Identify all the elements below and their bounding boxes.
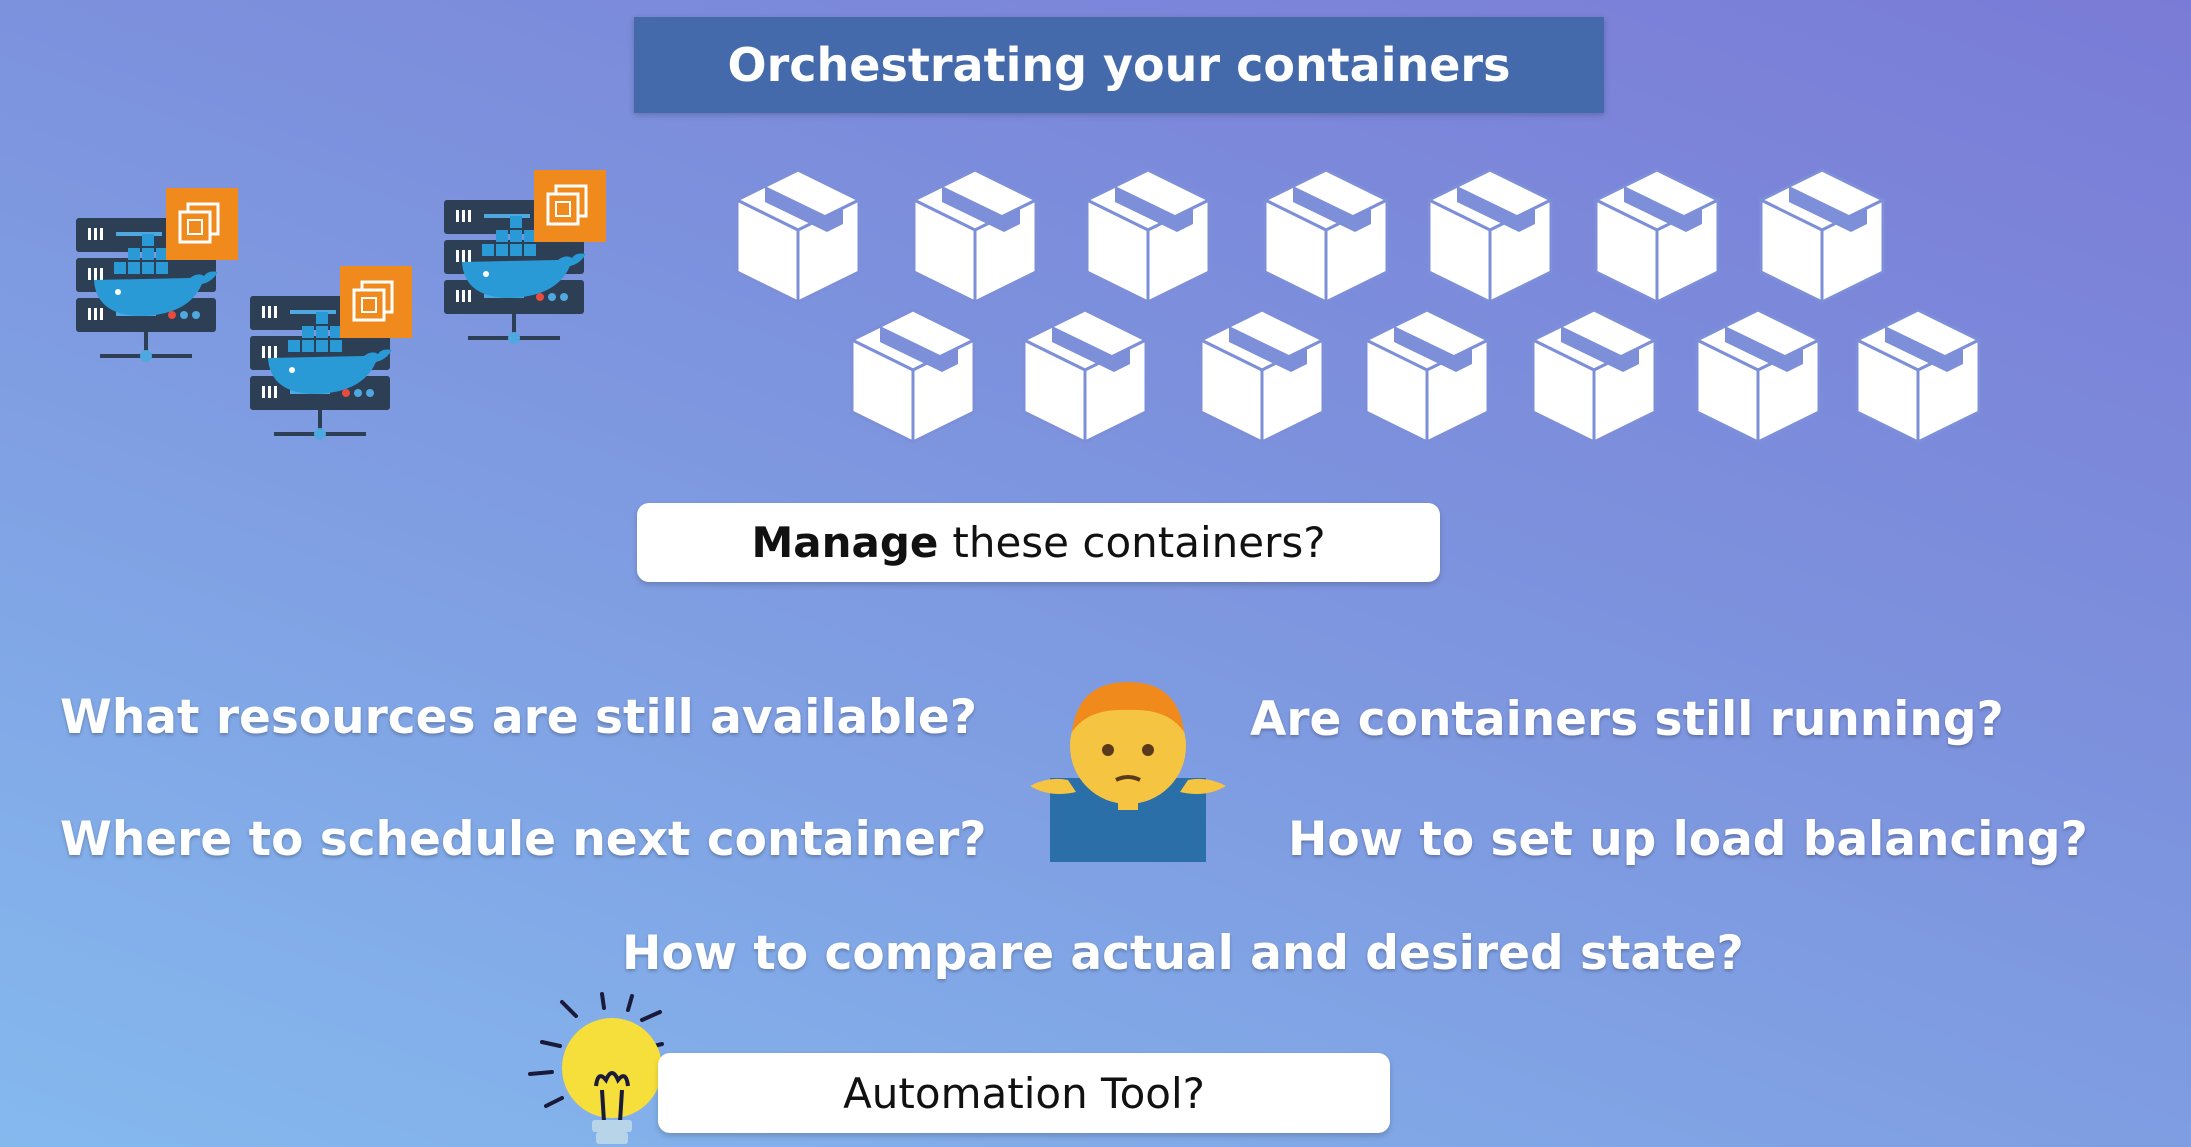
automation-label: Automation Tool?	[843, 1068, 1205, 1118]
lightbulb-icon	[528, 992, 674, 1144]
title-bar: Orchestrating your containers	[634, 17, 1604, 113]
container-box-icon	[1592, 166, 1722, 306]
container-box-icon	[1197, 306, 1327, 446]
container-box-icon	[1083, 166, 1213, 306]
container-box-icon	[910, 166, 1040, 306]
container-box-icon	[1853, 306, 1983, 446]
container-box-icon	[733, 166, 863, 306]
manage-bold-label: Manage	[751, 518, 939, 567]
shrugging-person-icon	[1030, 682, 1226, 862]
docker-server-icon	[72, 188, 242, 388]
question-running: Are containers still running?	[1250, 692, 2004, 747]
manage-containers-box: Manage these containers?	[637, 503, 1440, 582]
question-schedule: Where to schedule next container?	[60, 812, 987, 867]
manage-rest-label: these containers?	[952, 518, 1326, 567]
container-box-icon	[848, 306, 978, 446]
page-title: Orchestrating your containers	[727, 38, 1511, 92]
docker-server-icon	[440, 170, 610, 370]
question-resources: What resources are still available?	[60, 690, 978, 745]
question-load-balancing: How to set up load balancing?	[1288, 812, 2088, 867]
container-box-icon	[1362, 306, 1492, 446]
container-box-icon	[1020, 306, 1150, 446]
container-box-icon	[1425, 166, 1555, 306]
container-box-icon	[1261, 166, 1391, 306]
container-box-icon	[1757, 166, 1887, 306]
question-state: How to compare actual and desired state?	[622, 926, 1744, 981]
container-box-icon	[1529, 306, 1659, 446]
container-box-icon	[1693, 306, 1823, 446]
automation-tool-box: Automation Tool?	[658, 1053, 1390, 1133]
docker-server-icon	[246, 266, 416, 466]
